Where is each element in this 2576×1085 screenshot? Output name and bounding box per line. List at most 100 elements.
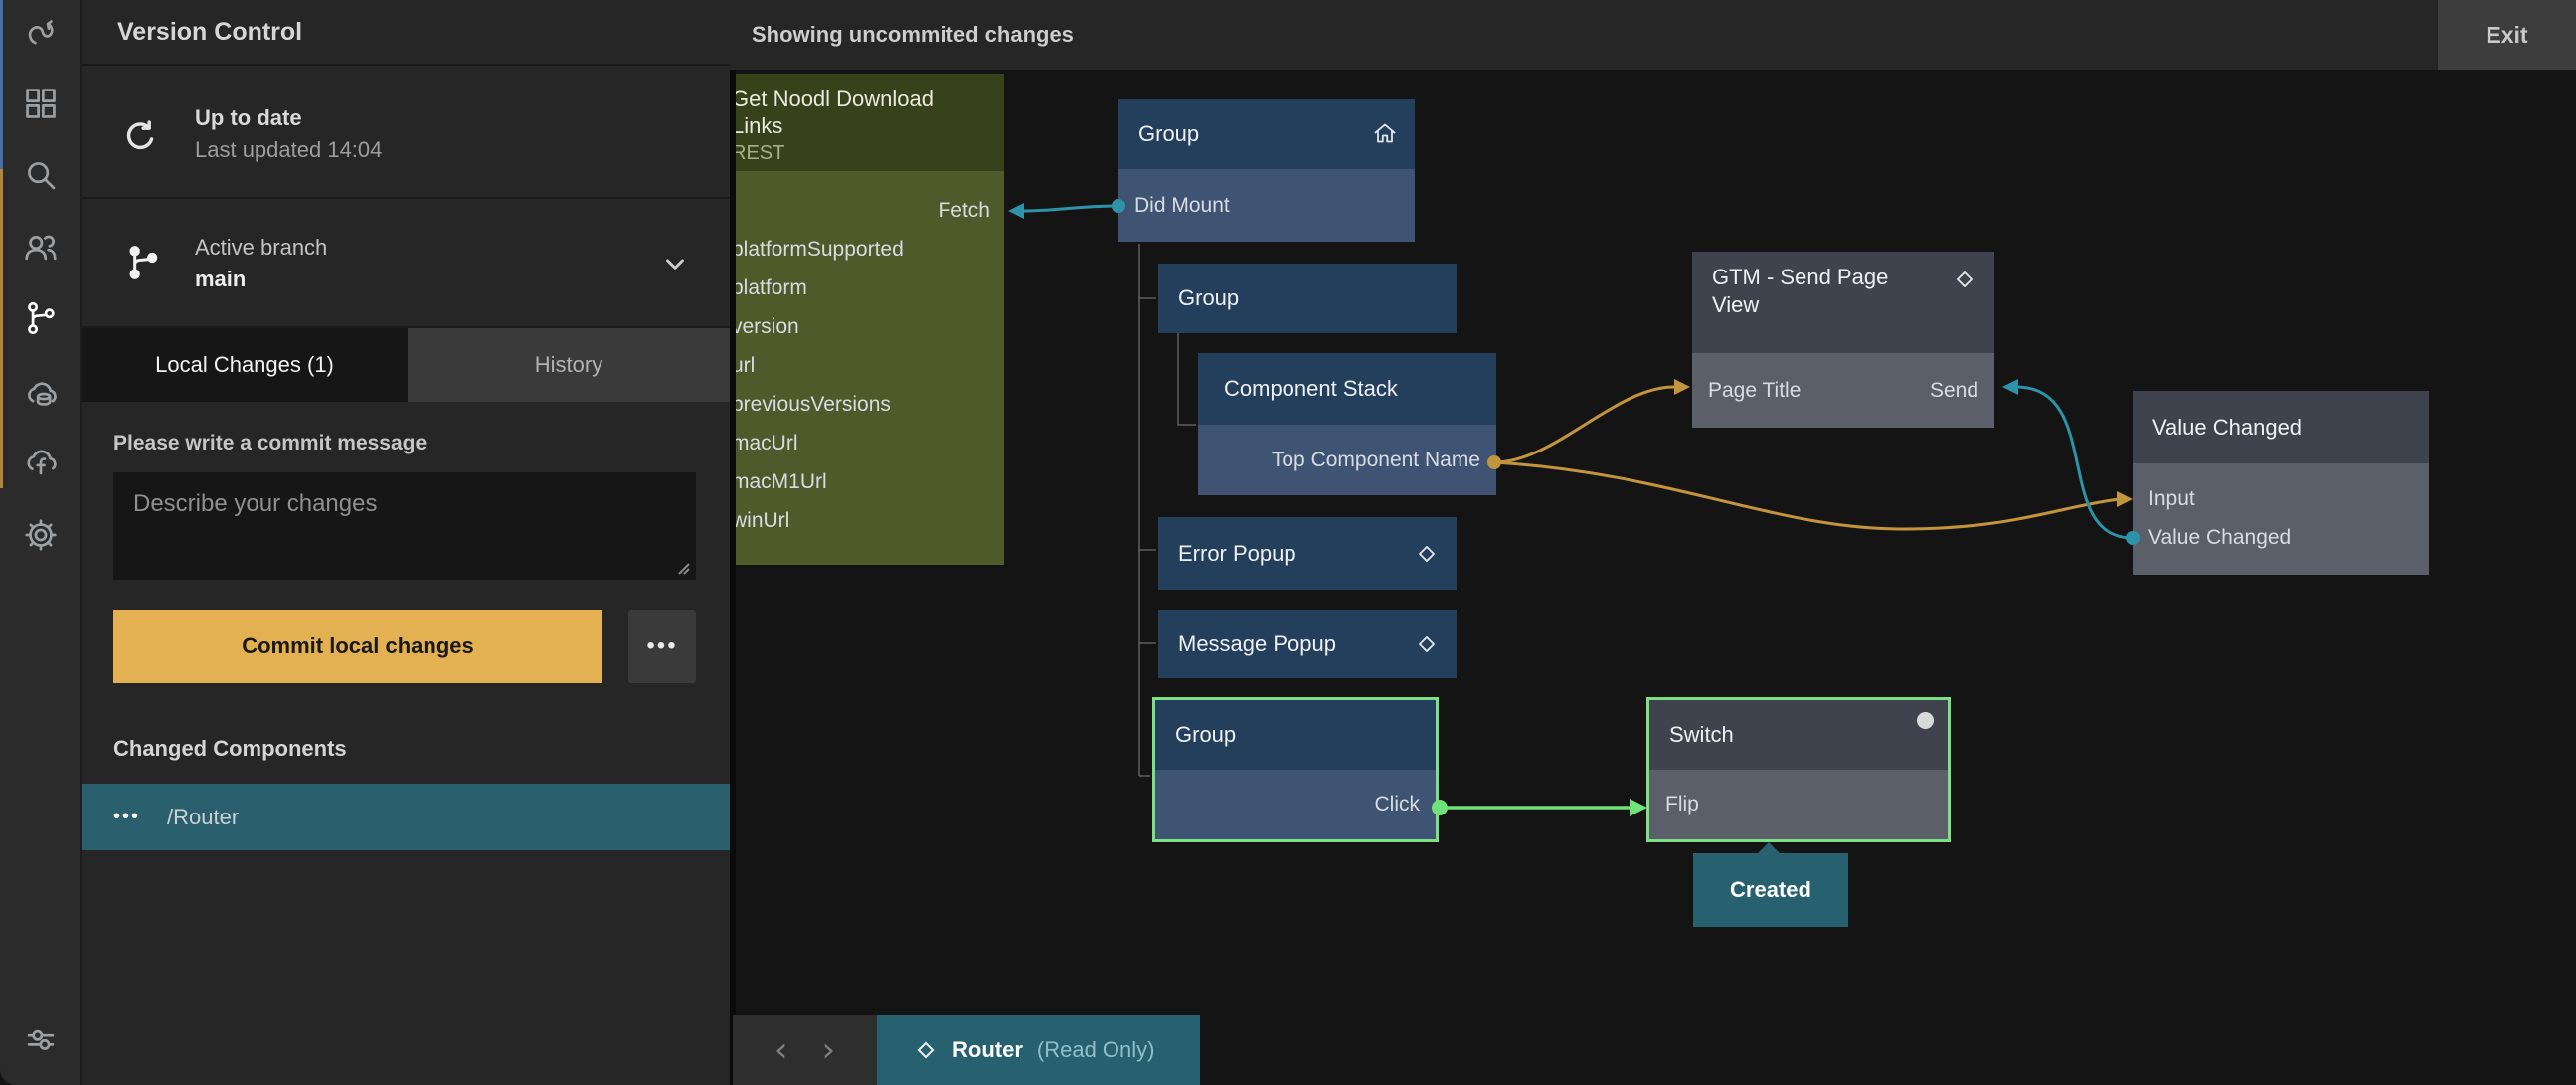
port-page-title[interactable]: Page Title [1708,378,1802,402]
commit-local-changes-button[interactable]: Commit local changes [113,610,602,683]
sync-status-row: Up to date Last updated 14:04 [82,66,730,199]
tab-history[interactable]: History [408,328,730,402]
node-header[interactable]: GTM - Send Page View [1692,252,1994,353]
node-switch[interactable]: Switch Flip [1646,697,1951,842]
connection-valuechanged-to-send[interactable] [2015,385,2134,540]
uncommitted-status-text: Showing uncommited changes [752,22,1074,47]
noodl-logo-icon[interactable] [22,13,60,51]
port-platform-supported[interactable]: platformSupported [732,237,904,261]
node-component-stack[interactable]: Component Stack Top Component Name [1198,353,1496,495]
port-win-url[interactable]: winUrl [732,508,790,532]
port-flip[interactable]: Flip [1665,793,1699,815]
node-title: GTM - Send Page View [1712,265,1889,317]
port-did-mount[interactable]: Did Mount [1134,193,1230,217]
branch-name: main [195,267,247,291]
node-error-popup[interactable]: Error Popup [1158,517,1457,590]
port-platform[interactable]: platform [732,275,807,299]
commit-message-prompt: Please write a commit message [113,432,428,454]
node-title: Value Changed [2152,414,2303,440]
node-title: Group [1178,285,1240,310]
changed-component-label: /Router [167,805,240,829]
active-branch-row[interactable]: Active branch main [82,199,730,328]
node-rest-get-noodl-download-links[interactable]: Get Noodl Download Links REST Fetch plat… [730,74,1004,565]
changed-component-row[interactable]: ••• /Router [82,784,730,850]
connection-topcomponent-to-pagetitle[interactable] [1493,385,1675,464]
collaboration-icon[interactable] [22,228,60,266]
component-diamond-icon [1951,266,1978,293]
node-header[interactable]: Error Popup [1158,517,1457,590]
editor-preferences-icon[interactable] [22,1020,60,1058]
node-graph-canvas[interactable]: Get Noodl Download Links REST Fetch plat… [730,70,2576,1085]
node-group-home[interactable]: Group Did Mount [1118,99,1415,242]
component-diamond-icon [913,1037,939,1063]
node-body: Fetch platformSupported platform version… [730,171,1004,565]
row-menu-dots-icon[interactable]: ••• [113,806,141,827]
node-header[interactable]: Component Stack [1198,353,1496,425]
node-subtitle: REST [732,142,785,164]
node-body: Page Title Send [1692,353,1994,428]
exit-button[interactable]: Exit [2438,0,2576,70]
nav-forward-button[interactable]: › [821,1030,836,1070]
git-branch-icon [123,243,163,282]
node-title: Error Popup [1178,540,1296,566]
arrowhead-fetch [1008,203,1024,219]
node-value-changed[interactable]: Value Changed Input Value Changed [2133,391,2429,575]
node-group-selected[interactable]: Group Click [1152,697,1439,842]
version-control-icon[interactable] [22,299,60,337]
node-header[interactable]: Value Changed [2133,391,2429,463]
node-title: Switch [1669,722,1734,747]
cloud-functions-icon[interactable] [22,443,60,480]
port-previous-versions[interactable]: previousVersions [732,392,891,416]
search-icon[interactable] [22,156,60,194]
connection-didmount-to-fetch[interactable] [1021,204,1119,213]
port-send[interactable]: Send [1929,378,1978,402]
node-header[interactable]: Switch [1649,700,1948,770]
node-header[interactable]: Group [1118,99,1415,169]
port-mac-m1-url[interactable]: macM1Url [732,469,827,493]
commit-more-button[interactable]: ••• [628,610,696,683]
port-fetch[interactable]: Fetch [938,198,990,222]
editor-right-column: Showing uncommited changes Exit [730,0,2576,1085]
node-body: Did Mount [1118,169,1415,242]
refresh-icon[interactable] [121,118,159,156]
panel-header: Version Control [82,0,730,66]
port-top-component-name[interactable]: Top Component Name [1271,448,1480,471]
commit-message-input[interactable] [113,472,696,580]
nav-back-button[interactable]: ‹ [773,1030,788,1070]
hierarchy-sub-line [1177,333,1196,426]
component-tab-title: Router [952,1037,1023,1062]
cloud-services-icon[interactable] [22,375,60,413]
settings-gear-icon[interactable] [22,516,60,554]
desktop-edge-stripe [0,0,3,1085]
open-component-tab[interactable]: Router (Read Only) [877,1015,1200,1085]
node-body: Input Value Changed [2133,463,2429,575]
connections-layer [1008,199,2140,816]
node-group-child[interactable]: Group [1158,264,1457,333]
component-nav-buttons: ‹ › [733,1015,877,1085]
status-dot-icon [1917,712,1934,729]
created-event-badge: Created [1693,842,1848,927]
port-url[interactable]: url [732,353,756,377]
components-icon[interactable] [22,85,60,122]
node-header[interactable]: Get Noodl Download Links REST [730,74,1004,171]
port-mac-url[interactable]: macUrl [732,431,798,454]
node-header[interactable]: Group [1155,700,1436,770]
panel-shadow [730,70,736,1085]
node-header[interactable]: Message Popup [1158,610,1457,678]
tab-local-changes[interactable]: Local Changes (1) [82,328,408,402]
node-title: Message Popup [1178,631,1336,656]
component-diamond-icon [1413,631,1441,658]
chevron-down-icon[interactable] [660,249,690,278]
connection-topcomponent-to-input[interactable] [1493,460,2120,531]
port-input[interactable]: Input [2148,486,2195,510]
node-gtm-send-page-view[interactable]: GTM - Send Page View Page Title Send [1692,252,1994,428]
arrowhead-send [2002,379,2018,395]
node-message-popup[interactable]: Message Popup [1158,610,1457,678]
node-title: Group [1138,121,1200,146]
port-value-changed[interactable]: Value Changed [2148,525,2292,549]
node-header[interactable]: Group [1158,264,1457,333]
read-only-badge: (Read Only) [1036,1037,1155,1062]
port-click[interactable]: Click [1374,793,1421,815]
port-version[interactable]: version [732,314,799,338]
